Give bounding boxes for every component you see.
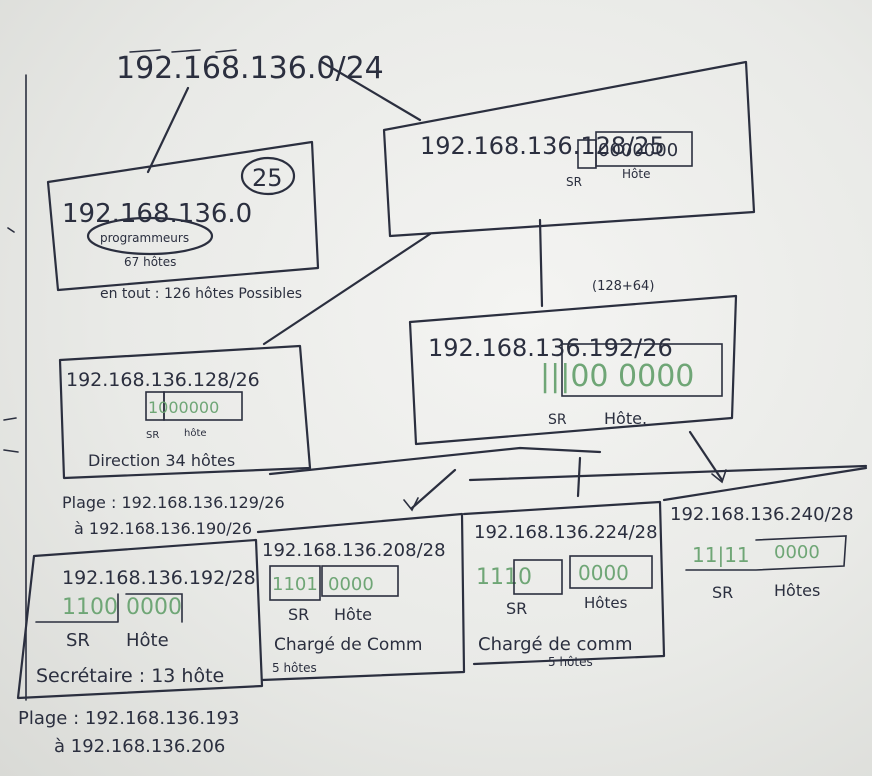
last-28-bits-host: 0000 <box>774 542 820 563</box>
comm1-28-host-box <box>321 565 399 597</box>
mid-26-bits: |||00 0000 <box>540 359 694 394</box>
direction-26-sr-label: SR <box>146 430 159 441</box>
subnet-secretaire-28-box <box>16 538 264 700</box>
connector-root-right25 <box>320 60 422 122</box>
subnet-secretaire-28: 192.168.136.192/28 1100 0000 SR Hôte Sec… <box>16 538 264 757</box>
root-network: 192.168.136.0/24 <box>116 49 384 86</box>
right-25-host-box <box>595 131 693 167</box>
subnet-mid-26: (128+64) 192.168.136.192/26 |||00 0000 S… <box>408 279 738 446</box>
arrowhead-last28 <box>711 469 727 484</box>
mid-26-bits-box <box>561 343 723 397</box>
subnet-right-25-network: 192.168.136.128/25 <box>420 132 665 160</box>
direction-26-host-label: hôte <box>184 427 207 439</box>
last-28-bits-sr: 11|11 <box>692 543 750 567</box>
comm1-28-bits-sr: 1101 <box>272 574 318 595</box>
comm1-28-sr-box <box>269 565 321 601</box>
comm1-28-hosts: 5 hôtes <box>272 661 317 675</box>
connector-mid26-bus <box>268 446 602 476</box>
mid-26-sr-label: SR <box>548 412 567 428</box>
direction-26-bits: 1000000 <box>148 398 219 417</box>
mid-26-network: 192.168.136.192/26 <box>428 334 673 362</box>
last-28-network: 192.168.136.240/28 <box>670 504 854 525</box>
subnet-left-25-group: programmeurs <box>100 231 189 245</box>
sec-28-bits-host: 0000 <box>126 595 182 620</box>
comm2-28-sr-label: SR <box>506 599 527 618</box>
comm2-28-sr-box <box>513 559 563 595</box>
sec-28-sr-label: SR <box>66 630 90 651</box>
sec-28-bits-sr: 1100 <box>62 595 118 620</box>
subnet-right-25: 192.168.136.128/25 0000000 SR Hôte <box>382 60 756 238</box>
comm2-28-name: Chargé de comm <box>478 634 633 655</box>
comm1-28-network: 192.168.136.208/28 <box>262 540 446 561</box>
sec-28-bits-frame <box>35 593 183 623</box>
right-25-bits: 0000000 <box>598 140 678 161</box>
sec-28-network: 192.168.136.192/28 <box>62 567 256 589</box>
subnet-comm1-28-box <box>256 512 466 682</box>
subnet-comm2-28: 192.168.136.224/28 1110 0000 SR Hôtes Ch… <box>462 500 666 669</box>
last-28-host-label: Hôtes <box>774 581 820 600</box>
subnet-left-25-network: 192.168.136.0 <box>62 199 252 229</box>
sec-28-host-label: Hôte <box>126 630 169 651</box>
subnet-left-25: 192.168.136.0 25 programmeurs 67 hôtes e… <box>46 140 320 302</box>
comm1-28-sr-label: SR <box>288 605 309 624</box>
connector-root-left25 <box>146 86 190 174</box>
subnet-last-28-top-line <box>662 466 868 502</box>
comm2-28-host-box <box>569 555 653 589</box>
last-28-bits-frame <box>685 535 847 571</box>
sec-28-range-1: Plage : 192.168.136.193 <box>18 708 239 729</box>
subnet-last-28: 192.168.136.240/28 11|11 0000 SR Hôtes <box>662 466 868 602</box>
subnet-left-25-group-hosts: 67 hôtes <box>124 255 176 269</box>
subnet-comm2-28-box <box>462 500 666 666</box>
connector-bus-right <box>468 464 868 482</box>
comm1-28-name: Chargé de Comm <box>274 635 422 655</box>
subnet-left-25-footer: en tout : 126 hôtes Possibles <box>100 286 302 302</box>
sec-28-range-2: à 192.168.136.206 <box>54 736 225 757</box>
subnet-direction-26-box <box>58 344 312 480</box>
direction-26-host-box <box>163 391 243 421</box>
mid-26-host-label: Hôte. <box>604 409 647 428</box>
group-ellipse <box>86 216 214 256</box>
root-network-label: 192.168.136.0/24 <box>116 51 384 86</box>
connector-right25-mid26 <box>538 218 544 308</box>
comm2-28-bits-host: 0000 <box>578 561 629 585</box>
subnet-left-25-prefix: 25 <box>252 164 283 192</box>
connector-bus-comm1 <box>410 468 457 510</box>
comm2-28-bits-sr: 1110 <box>476 565 532 590</box>
subnet-mid-26-box <box>408 294 738 446</box>
arrowhead-comm1 <box>403 497 419 512</box>
direction-26-range-1: Plage : 192.168.136.129/26 <box>62 493 285 512</box>
mid-26-note: (128+64) <box>592 279 654 294</box>
direction-26-network: 192.168.136.128/26 <box>66 369 260 391</box>
comm2-28-host-label: Hôtes <box>584 594 628 612</box>
comm2-28-hosts: 5 hôtes <box>548 655 593 669</box>
right-25-host-label: Hôte <box>622 167 650 181</box>
subnet-right-25-box <box>382 60 756 238</box>
comm1-28-host-label: Hôte <box>334 605 372 624</box>
subnet-direction-26: 192.168.136.128/26 1000000 SR hôte Direc… <box>58 344 312 538</box>
direction-26-name: Direction 34 hôtes <box>88 451 235 470</box>
connector-right25-direction26 <box>262 232 432 346</box>
right-25-sr-label: SR <box>566 175 582 189</box>
sec-28-name: Secrétaire : 13 hôte <box>36 665 224 687</box>
direction-26-range-2: à 192.168.136.190/26 <box>74 519 252 538</box>
subnet-left-25-box <box>46 140 320 292</box>
root-overline-marks <box>129 49 237 53</box>
last-28-sr-label: SR <box>712 583 733 602</box>
board-margin-marks <box>3 227 19 453</box>
prefix-circle <box>240 156 296 196</box>
subnet-comm1-28: 192.168.136.208/28 1101 0000 SR Hôte Cha… <box>256 512 466 682</box>
comm1-28-bits-host: 0000 <box>328 574 374 595</box>
comm2-28-network: 192.168.136.224/28 <box>474 522 658 543</box>
